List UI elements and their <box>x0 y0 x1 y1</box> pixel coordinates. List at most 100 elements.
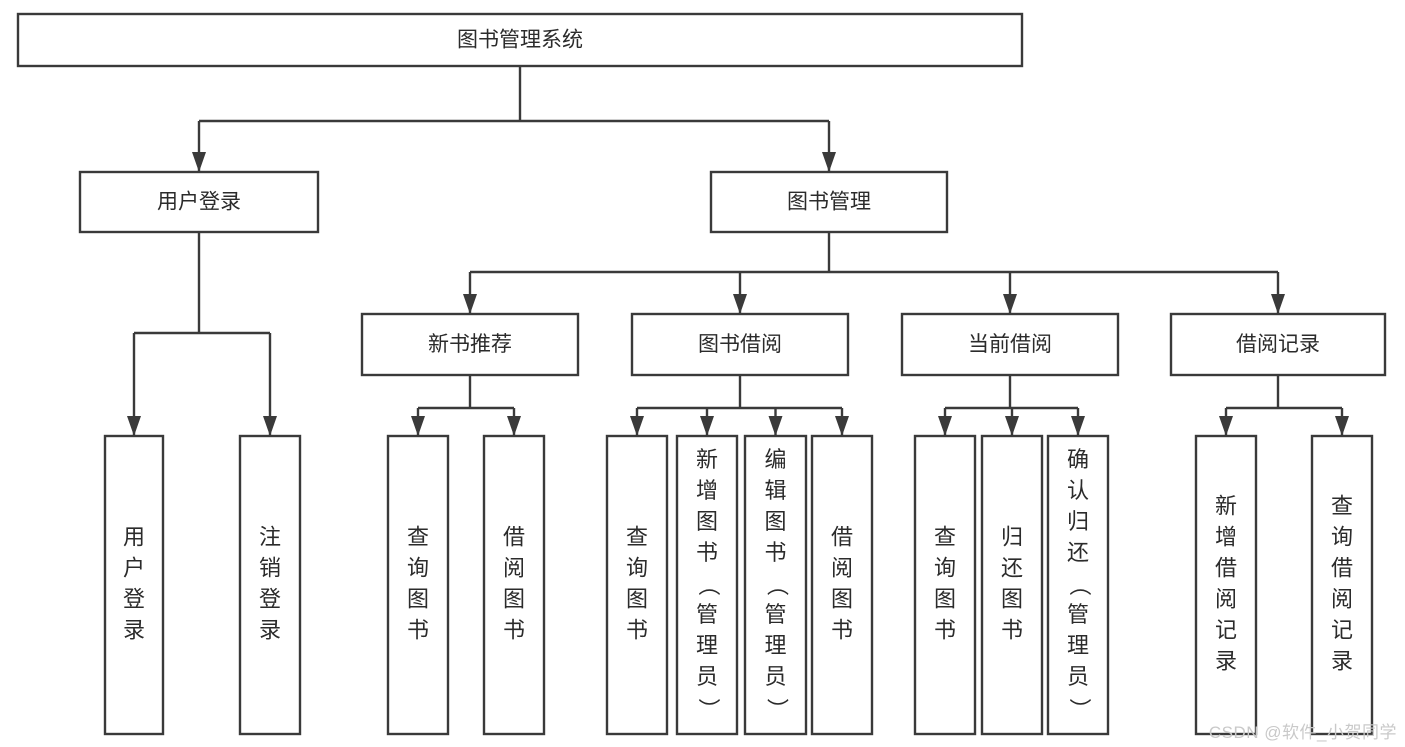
l3-1-arrow-3 <box>835 416 849 436</box>
node-leaf-1-注销登录-rect[interactable] <box>238 434 302 736</box>
node-l3-借阅记录[interactable]: 借阅记录 <box>1169 312 1387 377</box>
l3-2-arrow-1 <box>1005 416 1019 436</box>
node-l3-新书推荐-rect[interactable] <box>360 312 580 377</box>
node-leaf-8-查询图书-char-1: 询 <box>934 555 956 580</box>
node-leaf-9-归还图书-char-2: 图 <box>1001 586 1023 611</box>
node-leaf-11-新增借阅记录-char-1: 增 <box>1215 524 1237 549</box>
node-leaf-2-查询图书-char-0: 查 <box>407 524 429 549</box>
node-leaf-1-注销登录-char-1: 销 <box>259 555 281 580</box>
node-leaf-10-确认归还管理员-rect[interactable] <box>1046 434 1110 736</box>
node-leaf-10-确认归还管理员-char-3: 还 <box>1067 540 1089 565</box>
node-leaf-1-注销登录-char-3: 录 <box>259 617 281 642</box>
node-leaf-7-借阅图书-rect[interactable] <box>810 434 874 736</box>
node-leaf-9-归还图书-rect[interactable] <box>980 434 1044 736</box>
node-leaf-6-编辑图书管理员-rect[interactable] <box>743 434 808 736</box>
node-leaf-1-注销登录-char-2: 登 <box>259 586 281 611</box>
node-leaf-8-查询图书-char-2: 图 <box>934 586 956 611</box>
node-l3-图书借阅-label: 图书借阅 <box>698 333 782 356</box>
node-leaf-0-用户登录-rect[interactable] <box>103 434 165 736</box>
node-leaf-8-查询图书-char-3: 书 <box>934 617 956 642</box>
node-leaf-12-查询借阅记录-rect[interactable] <box>1310 434 1374 736</box>
node-leaf-10-确认归还管理员-char-0: 确 <box>1067 447 1089 472</box>
node-leaf-12-查询借阅记录-char-4: 记 <box>1331 617 1353 642</box>
node-l3-当前借阅-rect[interactable] <box>900 312 1120 377</box>
root-arrow-1 <box>822 152 836 172</box>
l3-3-arrow-1 <box>1335 416 1349 436</box>
node-l3-借阅记录-rect[interactable] <box>1169 312 1387 377</box>
node-l2-用户登录-label: 用户登录 <box>157 191 241 214</box>
node-leaf-2-查询图书-rect[interactable] <box>386 434 450 736</box>
node-leaf-3-借阅图书-char-3: 书 <box>503 617 525 642</box>
node-leaf-0-用户登录[interactable]: 用户登录 <box>103 434 165 736</box>
node-leaf-7-借阅图书-char-3: 书 <box>831 617 853 642</box>
node-l2-用户登录[interactable]: 用户登录 <box>78 170 320 234</box>
node-leaf-5-新增图书管理员-char-3: 书 <box>696 540 718 565</box>
node-l2-图书管理-rect[interactable] <box>709 170 949 234</box>
node-l3-图书借阅-rect[interactable] <box>630 312 850 377</box>
node-leaf-0-用户登录-char-1: 户 <box>123 555 145 580</box>
node-leaf-12-查询借阅记录-char-1: 询 <box>1331 524 1353 549</box>
user-login-arrow-1 <box>263 416 277 436</box>
l3-0-arrow-1 <box>507 416 521 436</box>
node-root-图书管理系统-rect[interactable] <box>16 12 1024 68</box>
node-leaf-12-查询借阅记录-char-2: 借 <box>1331 555 1353 580</box>
node-leaf-11-新增借阅记录-char-2: 借 <box>1215 555 1237 580</box>
node-l2-用户登录-rect[interactable] <box>78 170 320 234</box>
node-leaf-4-查询图书-rect[interactable] <box>605 434 669 736</box>
node-leaf-11-新增借阅记录-rect[interactable] <box>1194 434 1258 736</box>
node-leaf-11-新增借阅记录-char-4: 记 <box>1215 617 1237 642</box>
node-leaf-10-确认归还管理员-char-7: 员 <box>1067 664 1089 689</box>
csdn-watermark: CSDN @软件_小贺同学 <box>1208 723 1397 742</box>
root-arrow-0 <box>192 152 206 172</box>
node-leaf-0-用户登录-char-2: 登 <box>123 586 145 611</box>
node-leaf-3-借阅图书-rect[interactable] <box>482 434 546 736</box>
node-leaf-8-查询图书-rect[interactable] <box>913 434 977 736</box>
book-mgmt-arrow-2 <box>1003 294 1017 314</box>
l3-3-arrow-0 <box>1219 416 1233 436</box>
user-login-arrow-0 <box>127 416 141 436</box>
node-l3-当前借阅[interactable]: 当前借阅 <box>900 312 1120 377</box>
node-leaf-10-确认归还管理员-char-1: 认 <box>1067 478 1089 503</box>
l3-1-arrow-1 <box>700 416 714 436</box>
node-leaf-6-编辑图书管理员-char-5: 管 <box>764 602 786 627</box>
node-leaf-0-用户登录-char-0: 用 <box>123 524 145 549</box>
node-leaf-1-注销登录-char-0: 注 <box>259 524 281 549</box>
node-leaf-7-借阅图书-char-1: 阅 <box>831 555 853 580</box>
node-l3-借阅记录-label: 借阅记录 <box>1236 333 1320 356</box>
node-l3-图书借阅[interactable]: 图书借阅 <box>630 312 850 377</box>
node-leaf-5-新增图书管理员-char-5: 管 <box>696 602 718 627</box>
node-l2-图书管理-label: 图书管理 <box>787 191 871 214</box>
node-leaf-4-查询图书-char-0: 查 <box>626 524 648 549</box>
node-leaf-2-查询图书-char-2: 图 <box>407 586 429 611</box>
node-leaf-5-新增图书管理员-rect[interactable] <box>675 434 739 736</box>
node-l2-图书管理[interactable]: 图书管理 <box>709 170 949 234</box>
node-root-图书管理系统[interactable]: 图书管理系统 <box>16 12 1024 68</box>
node-l3-新书推荐[interactable]: 新书推荐 <box>360 312 580 377</box>
node-leaf-5-新增图书管理员-char-4: （ <box>696 574 721 596</box>
node-leaf-6-编辑图书管理员-char-4: （ <box>765 574 790 596</box>
l3-2-arrow-0 <box>938 416 952 436</box>
node-leaf-6-编辑图书管理员-char-7: 员 <box>764 664 786 689</box>
